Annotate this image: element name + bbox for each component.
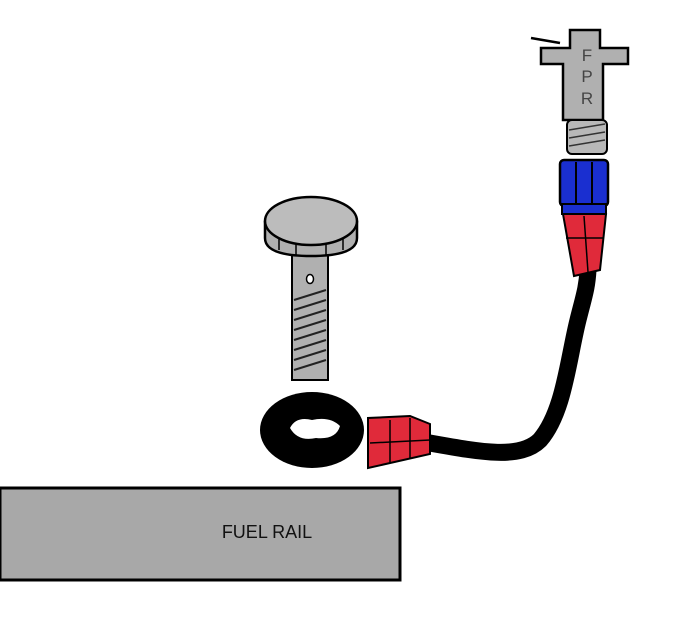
regulator-blue-nut — [558, 158, 610, 215]
banjo-bolt-threads — [293, 289, 327, 371]
banjo-bolt-head-top — [263, 195, 359, 247]
regulator-vacuum-line — [530, 36, 561, 45]
fuel-rail-body — [0, 486, 402, 582]
regulator-hose-fitting-body — [561, 213, 608, 278]
regulator-letter-f: F — [582, 46, 592, 65]
regulator-hose-fitting — [561, 213, 608, 278]
blue-nut-body — [558, 158, 610, 208]
fuel-hose — [415, 261, 597, 461]
fuel-pressure-regulator: F P R — [530, 28, 630, 155]
banjo-ring — [260, 392, 364, 468]
banjo-bolt — [263, 195, 359, 381]
regulator-letter-r: R — [581, 89, 593, 108]
banjo-hose-fitting — [367, 414, 431, 470]
banjo-bolt-cross-hole — [305, 273, 315, 285]
regulator-nipple-threads — [568, 123, 606, 147]
fuel-rail-label: FUEL RAIL — [222, 522, 312, 542]
regulator-letter-p: P — [581, 67, 592, 86]
fuel-rail: FUEL RAIL — [0, 486, 402, 582]
blue-nut-collar — [561, 203, 607, 215]
banjo-ring-hole — [290, 418, 340, 439]
